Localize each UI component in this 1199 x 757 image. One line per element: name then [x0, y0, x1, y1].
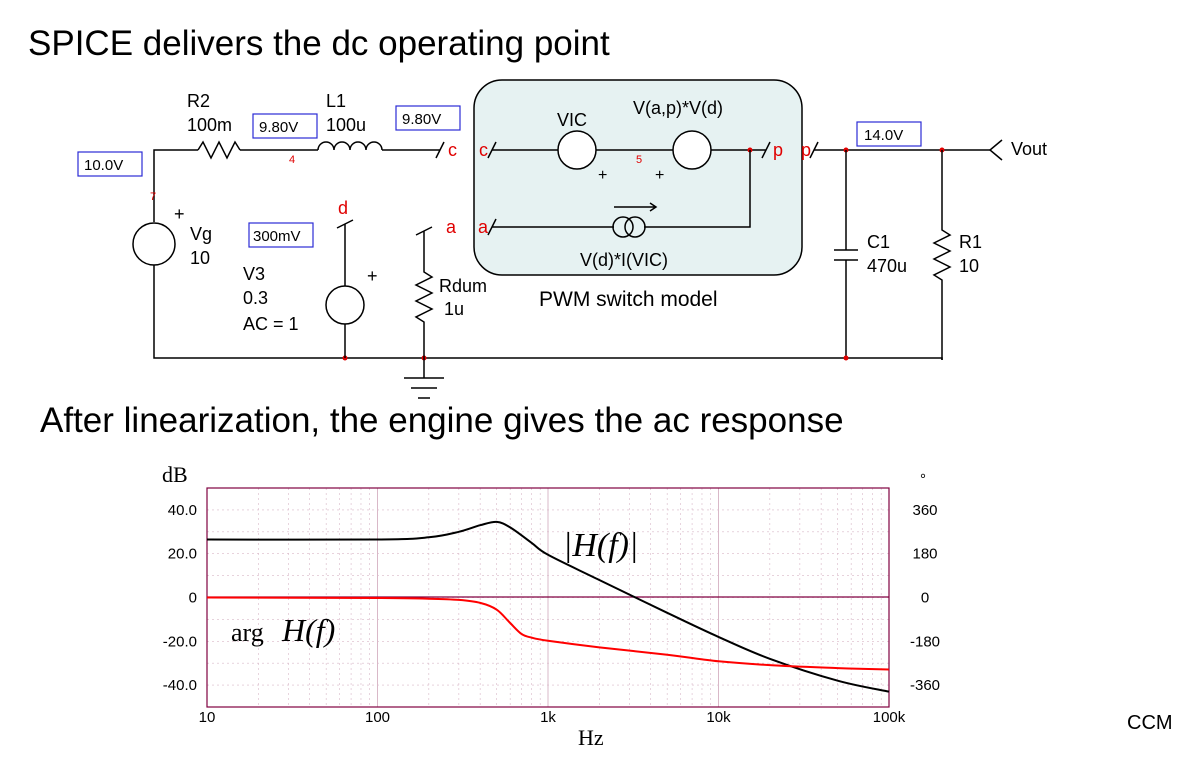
voltage-box-vin [77, 151, 143, 177]
phase-annotation: H(f) [281, 612, 335, 648]
rdum-resistor-icon [414, 226, 434, 358]
svg-text:p: p [773, 140, 783, 160]
ground-icon [404, 358, 444, 399]
svg-text:+: + [174, 204, 185, 224]
phase-curve [206, 596, 890, 671]
x-tick-label: 1k [540, 709, 556, 726]
svg-text:C1: C1 [867, 232, 890, 252]
wire-l1-c [382, 141, 445, 159]
y-left-label: dB [162, 462, 188, 487]
svg-text:9.80V: 9.80V [259, 119, 298, 136]
mode-label: CCM [1127, 712, 1173, 734]
wire-a-in [487, 218, 614, 236]
curves [206, 520, 890, 693]
svg-text:+: + [367, 266, 378, 286]
svg-text:+: + [655, 167, 664, 184]
svg-text:R1: R1 [959, 232, 982, 252]
switch-model-label: PWM switch model [539, 288, 718, 311]
y-right-label: ° [920, 471, 926, 488]
svg-text:+: + [598, 167, 607, 184]
voltage-source-icon [672, 130, 712, 170]
wire-bottom-rail [153, 265, 943, 360]
svg-text:5: 5 [636, 154, 642, 166]
y-left-tick-label: 20.0 [168, 546, 197, 563]
magnitude-annotation: |H(f)| [563, 527, 638, 564]
c1-capacitor-icon [834, 150, 858, 360]
r1-resistor-icon [932, 150, 952, 360]
y-left-tick-label: -20.0 [163, 633, 197, 650]
svg-text:14.0V: 14.0V [864, 127, 903, 144]
y-right-tick-label: -360 [910, 677, 940, 694]
wire-c-in [487, 141, 558, 159]
y-right-tick-label: 360 [912, 502, 937, 519]
svg-text:10: 10 [190, 248, 210, 268]
page-title: SPICE delivers the dc operating point [28, 24, 610, 63]
svg-text:1u: 1u [444, 299, 464, 319]
svg-text:R2: R2 [187, 91, 210, 111]
x-tick-label: 100k [873, 709, 906, 726]
svg-text:c: c [479, 140, 488, 160]
svg-text:10.0V: 10.0V [84, 157, 123, 174]
x-tick-label: 100 [365, 709, 390, 726]
voltage-box-d [248, 222, 314, 248]
svg-text:10: 10 [959, 256, 979, 276]
svg-text:a: a [478, 217, 489, 237]
svg-text:a: a [446, 217, 457, 237]
y-right-tick-label: 0 [921, 590, 929, 607]
svg-text:100u: 100u [326, 115, 366, 135]
svg-text:100m: 100m [187, 115, 232, 135]
y-right-ticks: 360 180 0 -180 -360 [910, 502, 940, 694]
svg-text:300mV: 300mV [253, 228, 301, 245]
y-left-tick-label: 0 [189, 590, 197, 607]
wire-p-current [644, 150, 751, 228]
svg-text:Rdum: Rdum [439, 276, 487, 296]
svg-text:0.3: 0.3 [243, 288, 268, 308]
arrow-right-icon [614, 202, 658, 212]
y-right-tick-label: 180 [912, 546, 937, 563]
x-ticks: 10 100 1k 10k 100k [199, 709, 906, 726]
svg-text:AC = 1: AC = 1 [243, 314, 299, 334]
x-axis-label: Hz [578, 725, 604, 750]
voltage-box-node4 [252, 113, 318, 139]
svg-text:p: p [801, 140, 811, 160]
svg-text:470u: 470u [867, 256, 907, 276]
svg-text:L1: L1 [326, 91, 346, 111]
r2-resistor-icon [197, 140, 241, 160]
svg-text:Vg: Vg [190, 224, 212, 244]
y-left-ticks: 40.0 20.0 0 -20.0 -40.0 [163, 502, 197, 694]
svg-text:7: 7 [150, 191, 156, 203]
svg-text:VIC: VIC [557, 110, 587, 130]
voltage-box-out [856, 121, 922, 147]
bode-plot: 10 100 1k 10k 100k 40.0 20.0 0 -20.0 -40.0 360 18… [162, 462, 940, 750]
v3-source-icon [325, 285, 365, 325]
y-right-tick-label: -180 [910, 633, 940, 650]
svg-text:d: d [338, 198, 348, 218]
voltage-box-c [395, 105, 461, 131]
wire-vsrc-p [711, 141, 771, 159]
current-source-icon [612, 216, 634, 238]
wire-d [336, 219, 354, 286]
y-left-tick-label: 40.0 [168, 502, 197, 519]
x-tick-label: 10 [199, 709, 216, 726]
svg-text:V3: V3 [243, 264, 265, 284]
section-title: After linearization, the engine gives th… [40, 401, 844, 440]
y-left-tick-label: -40.0 [163, 677, 197, 694]
phase-annotation-prefix: arg [231, 618, 264, 647]
vg-source-icon [132, 222, 176, 266]
svg-text:c: c [448, 140, 457, 160]
l1-inductor-icon [317, 141, 383, 151]
svg-text:V(d)*I(VIC): V(d)*I(VIC) [580, 250, 668, 270]
vout-port-icon [988, 139, 1003, 161]
svg-text:4: 4 [289, 154, 295, 166]
vout-label: Vout [1011, 139, 1047, 159]
vic-source-icon [557, 130, 597, 170]
svg-text:V(a,p)*V(d): V(a,p)*V(d) [633, 98, 723, 118]
magnitude-curve [206, 520, 890, 693]
wire-output [809, 141, 990, 159]
svg-text:9.80V: 9.80V [402, 111, 441, 128]
wire-vg-r2 [153, 149, 198, 222]
x-tick-label: 10k [706, 709, 731, 726]
schematic: R2 100m L1 100u + Vg 10 V3 0.3 AC = 1 + … [77, 79, 1047, 399]
